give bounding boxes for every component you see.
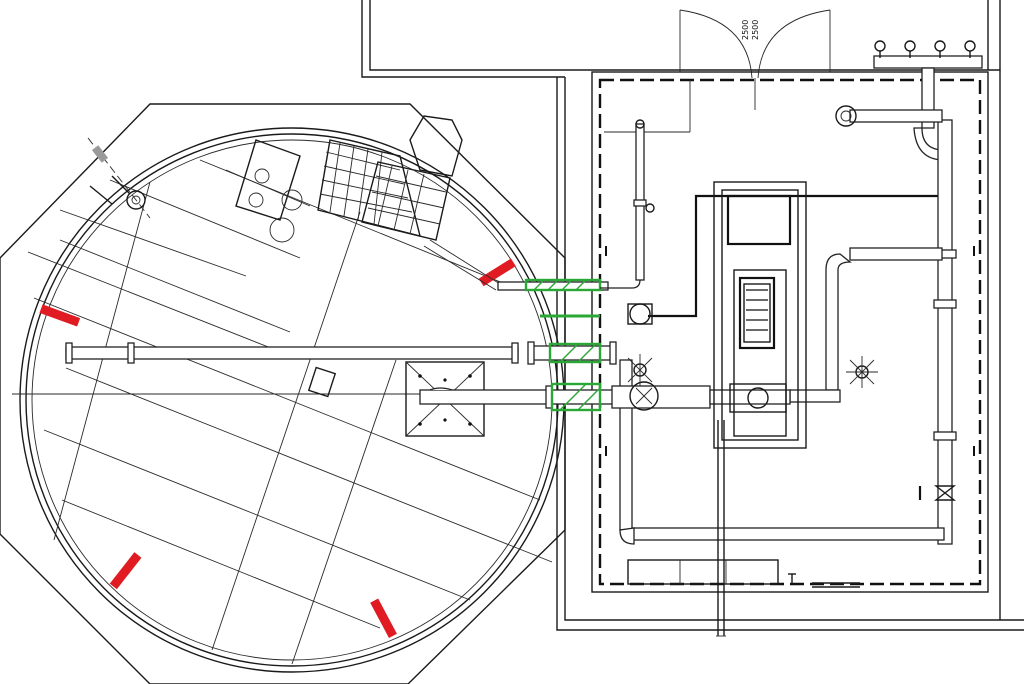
vent-pipe [87, 137, 151, 219]
light-icon [627, 354, 878, 388]
pump-icon [629, 381, 659, 411]
pump-small-icon [835, 105, 857, 127]
level-sensor [307, 366, 337, 398]
wall-ticks [605, 246, 975, 456]
red-marker-s [370, 598, 397, 639]
red-marker-ne [478, 258, 516, 287]
valve-icon [874, 40, 976, 58]
wall-penetrations [524, 278, 602, 412]
door-dimension-label-1: 2500 [741, 20, 750, 40]
tank-floor-grid [12, 159, 560, 665]
red-marker-sw [109, 552, 142, 590]
strainer-icon [629, 303, 651, 325]
access-hatch-grid [317, 115, 501, 291]
gauge-icon [635, 119, 645, 129]
penetration-4 [550, 382, 602, 412]
penetration-1 [524, 278, 602, 292]
pump-room [591, 71, 989, 593]
pump-skid [713, 181, 807, 637]
control-panel-bottom [627, 559, 796, 585]
tank-red-markers [39, 258, 516, 639]
tank-octagon-slab [0, 103, 566, 684]
float-switch-assembly [225, 139, 311, 243]
door-dimension-label-2: 2500 [751, 20, 760, 40]
double-door: 2500 2500 [679, 9, 831, 110]
pump-room-piping [600, 40, 983, 545]
penetration-3 [548, 342, 602, 364]
pump-casing [729, 383, 787, 413]
red-marker-w [39, 304, 81, 327]
tank-pipes [65, 281, 617, 409]
